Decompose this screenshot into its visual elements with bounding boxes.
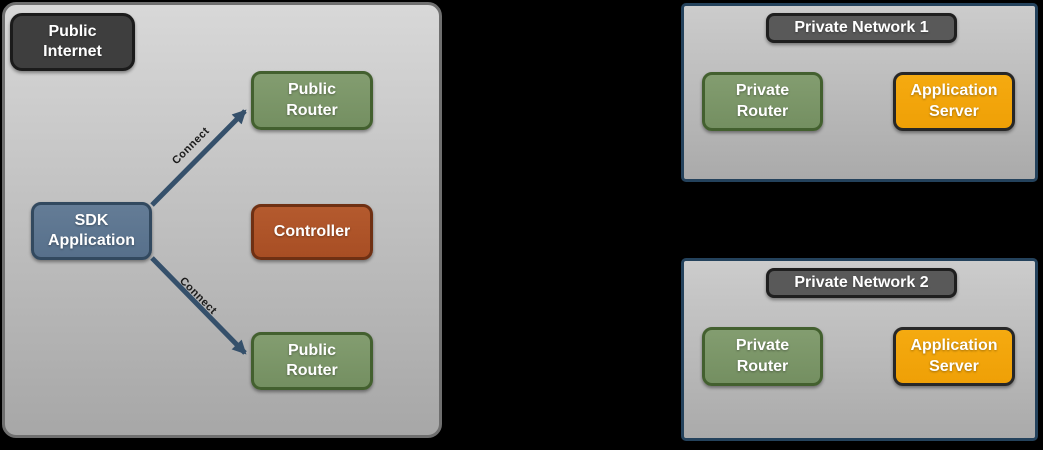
private-router-1-node: Private Router [702, 72, 823, 131]
controller-node: Controller [251, 204, 373, 260]
public-internet-label: Public Internet [10, 13, 135, 71]
private-network-1-title: Private Network 1 [766, 13, 957, 43]
connect-arrow-up [150, 109, 247, 207]
public-router-top-node: Public Router [251, 71, 373, 130]
public-router-bottom-node: Public Router [251, 332, 373, 390]
sdk-application-node: SDK Application [31, 202, 152, 260]
connect-label-down: Connect [176, 274, 220, 318]
public-internet-zone: Public Internet Public Router SDK Applic… [2, 2, 442, 438]
private-network-1-zone: Private Network 1 Private Router Applica… [681, 3, 1038, 182]
connect-label-up: Connect [169, 124, 213, 168]
application-server-1-node: Application Server [893, 72, 1015, 131]
private-network-2-zone: Private Network 2 Private Router Applica… [681, 258, 1038, 441]
application-server-2-node: Application Server [893, 327, 1015, 386]
private-network-2-title: Private Network 2 [766, 268, 957, 298]
private-router-2-node: Private Router [702, 327, 823, 386]
